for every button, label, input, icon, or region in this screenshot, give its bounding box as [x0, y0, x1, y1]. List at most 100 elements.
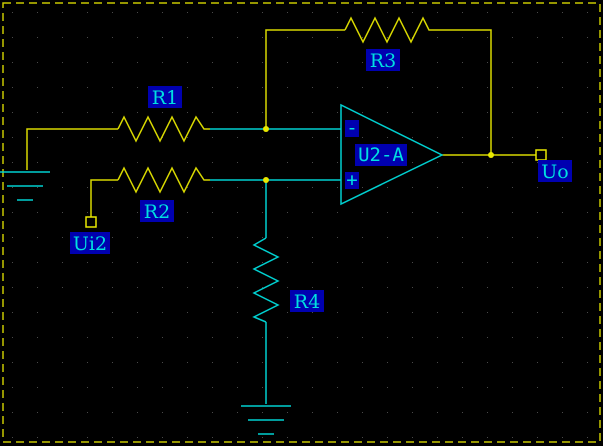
grid-dot — [462, 237, 463, 238]
grid-dot — [562, 137, 563, 138]
grid-dot — [462, 212, 463, 213]
resistor-r1[interactable] — [117, 115, 210, 143]
grid-dot — [312, 137, 313, 138]
grid-dot — [587, 287, 588, 288]
grid-dot — [62, 137, 63, 138]
grid-dot — [437, 87, 438, 88]
grid-dot — [412, 387, 413, 388]
grid-dot — [187, 387, 188, 388]
ground-symbol-left[interactable] — [0, 171, 50, 201]
resistor-r4[interactable] — [252, 237, 280, 323]
grid-dot — [462, 162, 463, 163]
grid-dot — [62, 212, 63, 213]
grid-dot — [362, 87, 363, 88]
resistor-r2[interactable] — [117, 166, 210, 194]
grid-dot — [562, 87, 563, 88]
grid-dot — [237, 187, 238, 188]
grid-dot — [562, 112, 563, 113]
grid-dot — [12, 387, 13, 388]
grid-dot — [412, 287, 413, 288]
grid-dot — [487, 112, 488, 113]
opamp-inverting-box — [345, 120, 359, 137]
grid-dot — [162, 37, 163, 38]
label-uo[interactable]: Uo — [541, 161, 568, 183]
grid-dot — [387, 387, 388, 388]
grid-dot — [312, 237, 313, 238]
grid-dot — [562, 412, 563, 413]
grid-dot — [212, 212, 213, 213]
grid-dot — [87, 412, 88, 413]
grid-dot — [412, 162, 413, 163]
grid-dot — [112, 387, 113, 388]
grid-dot — [337, 37, 338, 38]
label-ui2[interactable]: Ui2 — [73, 233, 107, 255]
label-box-r4 — [290, 290, 324, 312]
grid-dot — [337, 187, 338, 188]
opamp-ref-label: U2-A — [358, 144, 404, 166]
grid-dot — [512, 162, 513, 163]
grid-dot — [337, 287, 338, 288]
resistor-r3[interactable] — [344, 16, 435, 44]
grid-dot — [312, 312, 313, 313]
wire-ui2-to-r2[interactable] — [90, 179, 118, 217]
grid-dot — [312, 362, 313, 363]
grid-dot — [212, 412, 213, 413]
grid-dot — [262, 237, 263, 238]
grid-dot — [512, 287, 513, 288]
grid-dot — [262, 412, 263, 413]
grid-dot — [137, 387, 138, 388]
grid-dot — [537, 262, 538, 263]
grid-dot — [262, 62, 263, 63]
grid-dot — [12, 37, 13, 38]
junction-output-node — [488, 152, 494, 158]
grid-dot — [87, 87, 88, 88]
label-r2[interactable]: R2 — [144, 201, 170, 223]
grid-dot — [287, 262, 288, 263]
grid-dot — [37, 37, 38, 38]
grid-dot — [512, 312, 513, 313]
grid-dot — [487, 287, 488, 288]
grid-dot — [62, 62, 63, 63]
grid-dot — [487, 162, 488, 163]
grid-dot — [437, 387, 438, 388]
grid-dot — [137, 437, 138, 438]
grid-dot — [237, 212, 238, 213]
grid-dot — [537, 212, 538, 213]
grid-dot — [587, 237, 588, 238]
grid-dot — [337, 337, 338, 338]
grid-dot — [37, 137, 38, 138]
grid-dot — [462, 287, 463, 288]
label-r1[interactable]: R1 — [152, 87, 178, 109]
grid-dot — [262, 187, 263, 188]
grid-dot — [12, 162, 13, 163]
wire-r3-left[interactable] — [265, 29, 345, 129]
grid-dot — [387, 287, 388, 288]
grid-dot — [287, 137, 288, 138]
wire-ground-to-r1[interactable] — [26, 128, 118, 170]
opamp-inverting-symbol: - — [346, 117, 357, 139]
grid-dot — [162, 337, 163, 338]
grid-dot — [387, 337, 388, 338]
grid-dot — [587, 12, 588, 13]
grid-dot — [587, 37, 588, 38]
grid-dot — [287, 312, 288, 313]
grid-dot — [312, 412, 313, 413]
grid-dot — [12, 437, 13, 438]
grid-dot — [462, 112, 463, 113]
ground-symbol-bottom[interactable] — [241, 405, 291, 435]
grid-dot — [487, 387, 488, 388]
grid-dot — [62, 37, 63, 38]
grid-dot — [562, 37, 563, 38]
grid-dot — [187, 362, 188, 363]
grid-dot — [537, 237, 538, 238]
grid-dot — [587, 337, 588, 338]
wire-r3-right[interactable] — [435, 29, 492, 155]
label-r3[interactable]: R3 — [370, 50, 396, 72]
opamp-u2a[interactable]: U2-A - + — [340, 103, 444, 206]
grid-dot — [212, 312, 213, 313]
port-ui2-pin[interactable] — [85, 216, 97, 228]
grid-dot — [437, 337, 438, 338]
grid-dot — [37, 287, 38, 288]
label-r4[interactable]: R4 — [294, 291, 320, 313]
